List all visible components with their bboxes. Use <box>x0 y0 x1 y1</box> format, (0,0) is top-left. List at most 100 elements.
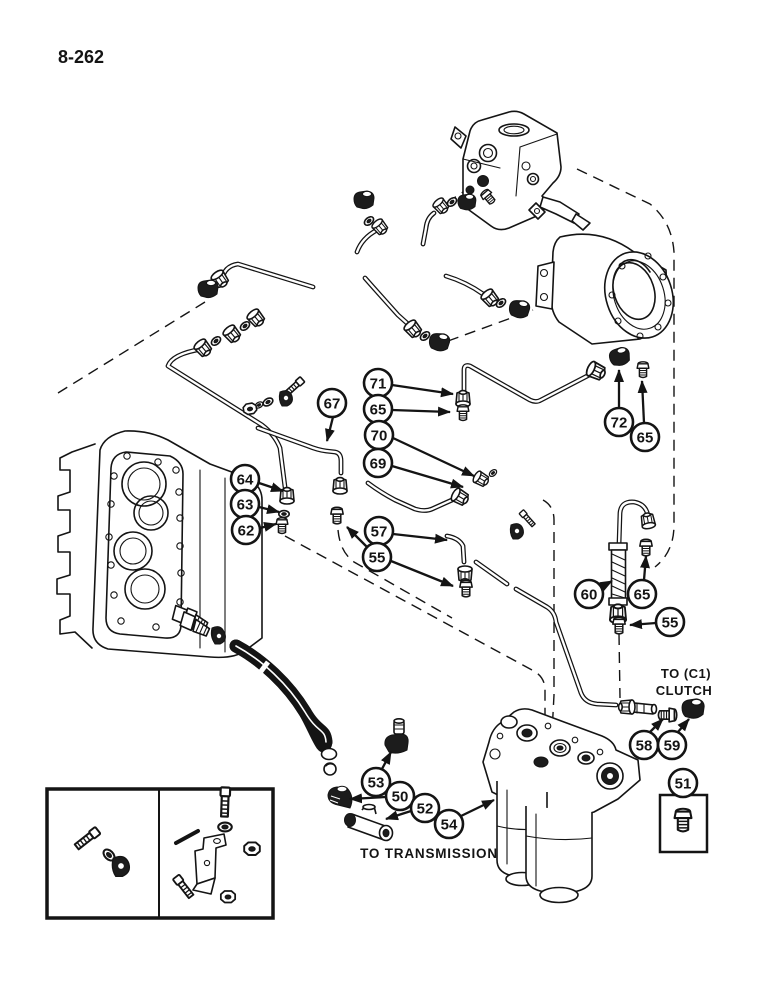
connector-55c <box>459 579 473 598</box>
dashed-leader <box>542 499 555 791</box>
callout-number: 55 <box>369 550 386 567</box>
callout-51: 51 <box>667 767 699 799</box>
callout-arrow <box>391 406 451 417</box>
callout-arrow <box>640 555 650 581</box>
tube-valve-left-core <box>421 211 436 246</box>
tube-c6-core <box>444 274 485 296</box>
callout-65: 65 <box>362 393 451 425</box>
callout-number: 63 <box>237 497 254 514</box>
dashed-leader <box>284 535 546 760</box>
callout-arrow <box>677 718 690 733</box>
callout-65: 65 <box>626 555 658 610</box>
callout-54: 54 <box>433 798 495 840</box>
callout-circle <box>573 578 605 610</box>
callout-62: 62 <box>230 514 277 546</box>
connector-65b <box>636 361 650 379</box>
callout-number: 67 <box>324 396 341 413</box>
callout-number: 72 <box>611 415 628 432</box>
callout-number: 65 <box>370 402 387 419</box>
hose-clamp-2 <box>211 628 226 645</box>
tube-71-core <box>462 364 595 403</box>
callout-number: 62 <box>238 523 255 540</box>
label-clutch: CLUTCH <box>656 683 712 698</box>
callout-number: 53 <box>368 775 385 792</box>
callout-arrow <box>637 380 648 424</box>
tube-69-core <box>366 481 454 512</box>
transmission-housing <box>56 430 263 659</box>
connector-65a <box>456 404 470 422</box>
callout-number: 55 <box>662 615 679 632</box>
callout-arrow <box>390 559 454 588</box>
hose-end-ball <box>323 762 337 776</box>
callout-arrow <box>391 383 454 398</box>
callout-arrow <box>325 416 335 442</box>
callout-arrow <box>392 436 475 478</box>
callout-circle <box>316 387 348 419</box>
label-to-transmission: TO TRANSMISSION <box>360 846 498 861</box>
callout-circle <box>667 767 699 799</box>
dashed-leader <box>57 301 206 394</box>
callout-number: 65 <box>637 430 654 447</box>
callout-number: 52 <box>417 801 434 818</box>
callout-71: 71 <box>362 367 454 399</box>
callout-arrow <box>259 522 277 532</box>
tube-57-main-core <box>474 560 509 586</box>
hose-end-ring <box>320 747 338 761</box>
elbow-fitting-50 <box>327 785 353 809</box>
inset-clamp <box>111 855 131 878</box>
callout-arrow <box>391 464 464 489</box>
tee-fitting-52 <box>344 803 394 842</box>
callout-number: 50 <box>392 789 409 806</box>
callout-circle <box>433 808 465 840</box>
inset-nut-1 <box>243 841 261 856</box>
elbow-72 <box>607 345 632 368</box>
callout-number: 57 <box>371 524 388 541</box>
elbow-fitting <box>197 279 219 299</box>
inset-washer <box>217 821 233 833</box>
callout-70: 70 <box>363 419 475 478</box>
callout-number: 69 <box>370 456 387 473</box>
callout-arrow <box>460 798 495 818</box>
bolt-holes <box>105 452 185 631</box>
oil-filter-assembly <box>482 708 641 904</box>
callout-69: 69 <box>362 447 464 489</box>
inset-bracket <box>192 833 227 895</box>
label-to-c1: TO (C1) <box>661 666 711 681</box>
tube-c5-core <box>363 276 410 326</box>
callout-number: 58 <box>636 738 653 755</box>
callout-circle <box>360 766 392 798</box>
callout-number: 54 <box>441 817 458 834</box>
connector-62 <box>275 517 289 535</box>
callout-circle <box>409 792 441 824</box>
callout-65: 65 <box>629 380 661 453</box>
callout-arrow <box>649 718 664 733</box>
connector-51 <box>673 807 693 833</box>
callout-57: 57 <box>363 515 448 547</box>
elbow-59 <box>681 698 705 719</box>
hose-barb-fitting <box>179 611 211 637</box>
callout-circle <box>603 406 635 438</box>
flange-bolt-holes <box>608 252 672 340</box>
inset-pin <box>174 829 200 845</box>
callout-55: 55 <box>629 606 686 638</box>
tube-60-top-core <box>617 500 650 547</box>
tube-57-upper-core <box>445 534 466 564</box>
callout-52: 52 <box>385 792 441 824</box>
dashed-leader <box>337 529 453 619</box>
callout-number: 65 <box>634 587 651 604</box>
tube-c3 <box>354 227 380 255</box>
callout-circle <box>362 447 394 479</box>
connector-55b <box>612 616 626 635</box>
braided-hose-60 <box>608 542 628 606</box>
callout-circle <box>230 514 262 546</box>
callout-number: 60 <box>581 587 598 604</box>
callout-arrow <box>258 504 280 514</box>
callout-circle <box>656 729 688 761</box>
tube-c3-core <box>355 228 379 254</box>
callout-53: 53 <box>360 751 393 798</box>
tube-67-core <box>256 426 343 475</box>
connector-65c <box>639 538 653 557</box>
